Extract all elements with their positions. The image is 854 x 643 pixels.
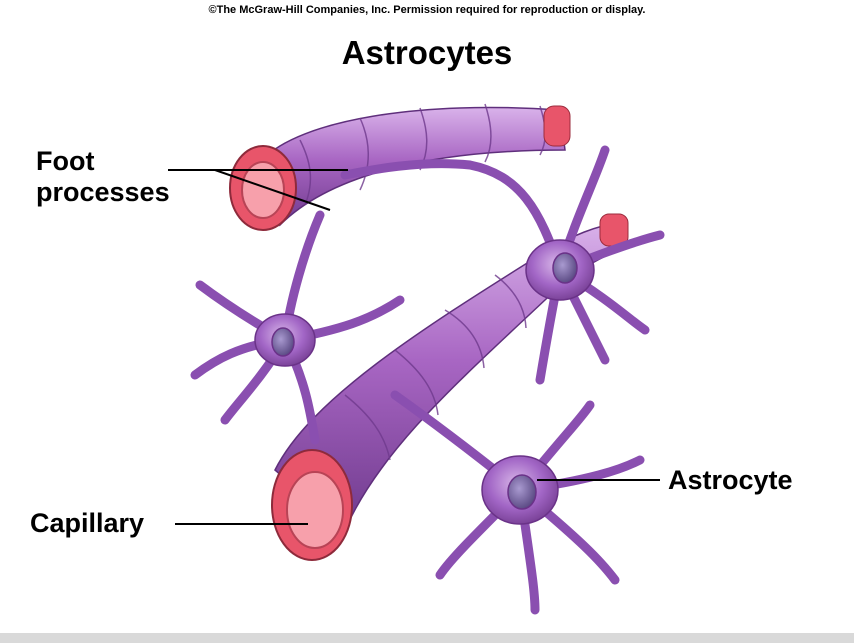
label-foot-line2: processes (36, 177, 170, 207)
copyright-notice: ©The McGraw-Hill Companies, Inc. Permiss… (208, 4, 646, 16)
leader-lines (168, 169, 660, 525)
diagram-title: Astrocytes (341, 34, 513, 71)
label-astrocyte: Astrocyte (668, 465, 793, 495)
bottom-band (0, 633, 854, 643)
label-foot-processes: Foot processes (36, 146, 170, 208)
label-capillary: Capillary (30, 508, 145, 538)
label-foot-line1: Foot (36, 146, 95, 176)
upper-capillary (229, 103, 571, 231)
foot-processes-leader-2 (214, 169, 331, 211)
astrocyte-cells (190, 145, 665, 615)
